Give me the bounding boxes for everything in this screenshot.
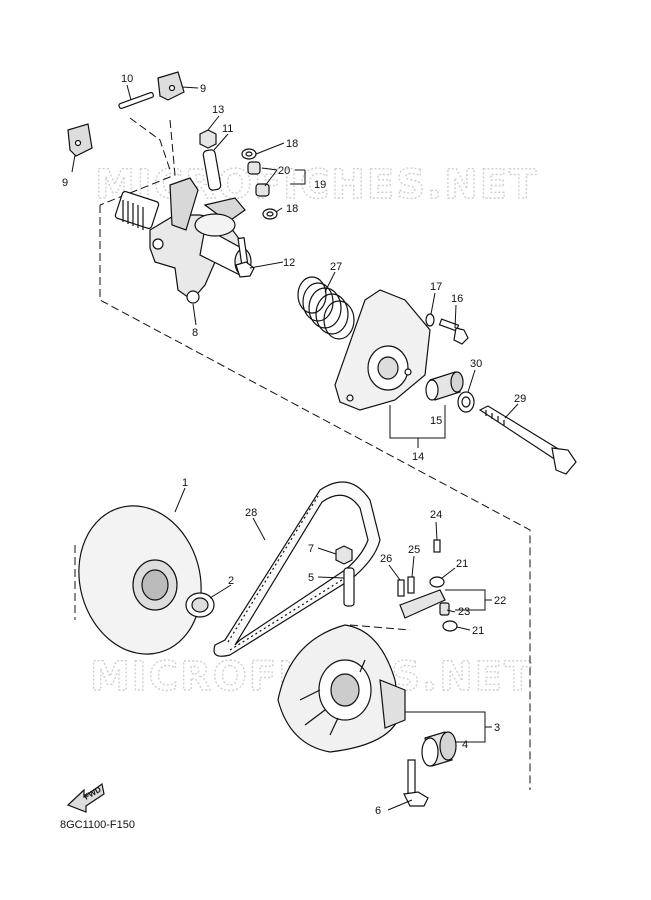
callout-11: 11 bbox=[222, 123, 233, 135]
callout-3: 3 bbox=[494, 722, 500, 734]
callout-14: 14 bbox=[412, 451, 424, 463]
callout-8: 8 bbox=[192, 327, 198, 339]
callout-16: 16 bbox=[451, 293, 463, 305]
callout-15: 15 bbox=[430, 415, 442, 427]
callout-19: 19 bbox=[314, 179, 326, 191]
roller-20-upper bbox=[247, 161, 261, 175]
bushing-15 bbox=[425, 371, 464, 401]
screw-24 bbox=[433, 539, 441, 553]
callout-6: 6 bbox=[375, 805, 381, 817]
callout-18-lower: 18 bbox=[286, 203, 298, 215]
callout-4: 4 bbox=[462, 739, 468, 751]
bolt-16 bbox=[438, 318, 469, 345]
roller-23 bbox=[439, 602, 450, 616]
callout-20: 20 bbox=[278, 165, 290, 177]
screw-26 bbox=[397, 579, 405, 597]
roller-21-lower bbox=[442, 620, 458, 632]
washer-30 bbox=[457, 391, 475, 413]
sleeve-5 bbox=[343, 567, 355, 607]
callout-27: 27 bbox=[330, 261, 342, 273]
callout-24: 24 bbox=[430, 509, 442, 521]
nut-7 bbox=[335, 545, 353, 565]
roller-21-upper bbox=[429, 576, 445, 588]
spring-27 bbox=[297, 276, 355, 340]
washer-17 bbox=[425, 313, 435, 327]
callout-26: 26 bbox=[380, 553, 392, 565]
callout-28: 28 bbox=[245, 507, 257, 519]
bushing-4 bbox=[421, 731, 457, 767]
diagram-code: 8GC1100-F150 bbox=[60, 819, 135, 831]
callout-2: 2 bbox=[228, 575, 234, 587]
callout-23: 23 bbox=[458, 606, 470, 618]
callout-10: 10 bbox=[121, 73, 133, 85]
callout-1: 1 bbox=[182, 477, 188, 489]
callout-labels: 10 9 9 13 11 18 20 19 18 12 8 27 17 16 3… bbox=[62, 73, 526, 817]
cover-14 bbox=[334, 289, 431, 411]
assembly-boundary-lines bbox=[74, 117, 531, 790]
callout-21-lower: 21 bbox=[472, 625, 484, 637]
callout-21-upper: 21 bbox=[456, 558, 468, 570]
moving-sheave-3 bbox=[277, 624, 406, 753]
washer-18-upper bbox=[241, 148, 257, 160]
leader-lines bbox=[71, 84, 519, 811]
callout-22: 22 bbox=[494, 595, 506, 607]
pin-10 bbox=[118, 91, 154, 110]
callout-7: 7 bbox=[308, 543, 314, 555]
fixed-sheave-1 bbox=[78, 505, 202, 655]
callout-25: 25 bbox=[408, 544, 420, 556]
roller-bracket-22 bbox=[399, 589, 446, 619]
callout-12: 12 bbox=[283, 257, 295, 269]
nut-13 bbox=[199, 129, 217, 149]
clamp-2 bbox=[185, 592, 215, 618]
callout-9-lower: 9 bbox=[62, 177, 68, 189]
callout-29: 29 bbox=[514, 393, 526, 405]
bolt-6 bbox=[403, 759, 429, 807]
spider-hub-part bbox=[114, 177, 252, 304]
weight-9-lower bbox=[67, 123, 93, 157]
sleeve-11 bbox=[202, 149, 222, 191]
callout-13: 13 bbox=[212, 104, 224, 116]
washer-18-lower bbox=[262, 208, 278, 220]
watermark-top: MICROFICHES.NET bbox=[95, 162, 538, 208]
screw-25 bbox=[407, 576, 415, 594]
fwd-arrow-icon: FWD bbox=[66, 782, 105, 813]
callout-30: 30 bbox=[470, 358, 482, 370]
callout-5: 5 bbox=[308, 572, 314, 584]
callout-17: 17 bbox=[430, 281, 442, 293]
callout-18-upper: 18 bbox=[286, 138, 298, 150]
roller-20-lower bbox=[255, 183, 270, 197]
bolt-29 bbox=[478, 405, 577, 475]
callout-9-upper: 9 bbox=[200, 83, 206, 95]
drive-belt-28 bbox=[213, 481, 381, 657]
weight-9-upper bbox=[157, 71, 185, 101]
bolt-12 bbox=[235, 237, 255, 278]
